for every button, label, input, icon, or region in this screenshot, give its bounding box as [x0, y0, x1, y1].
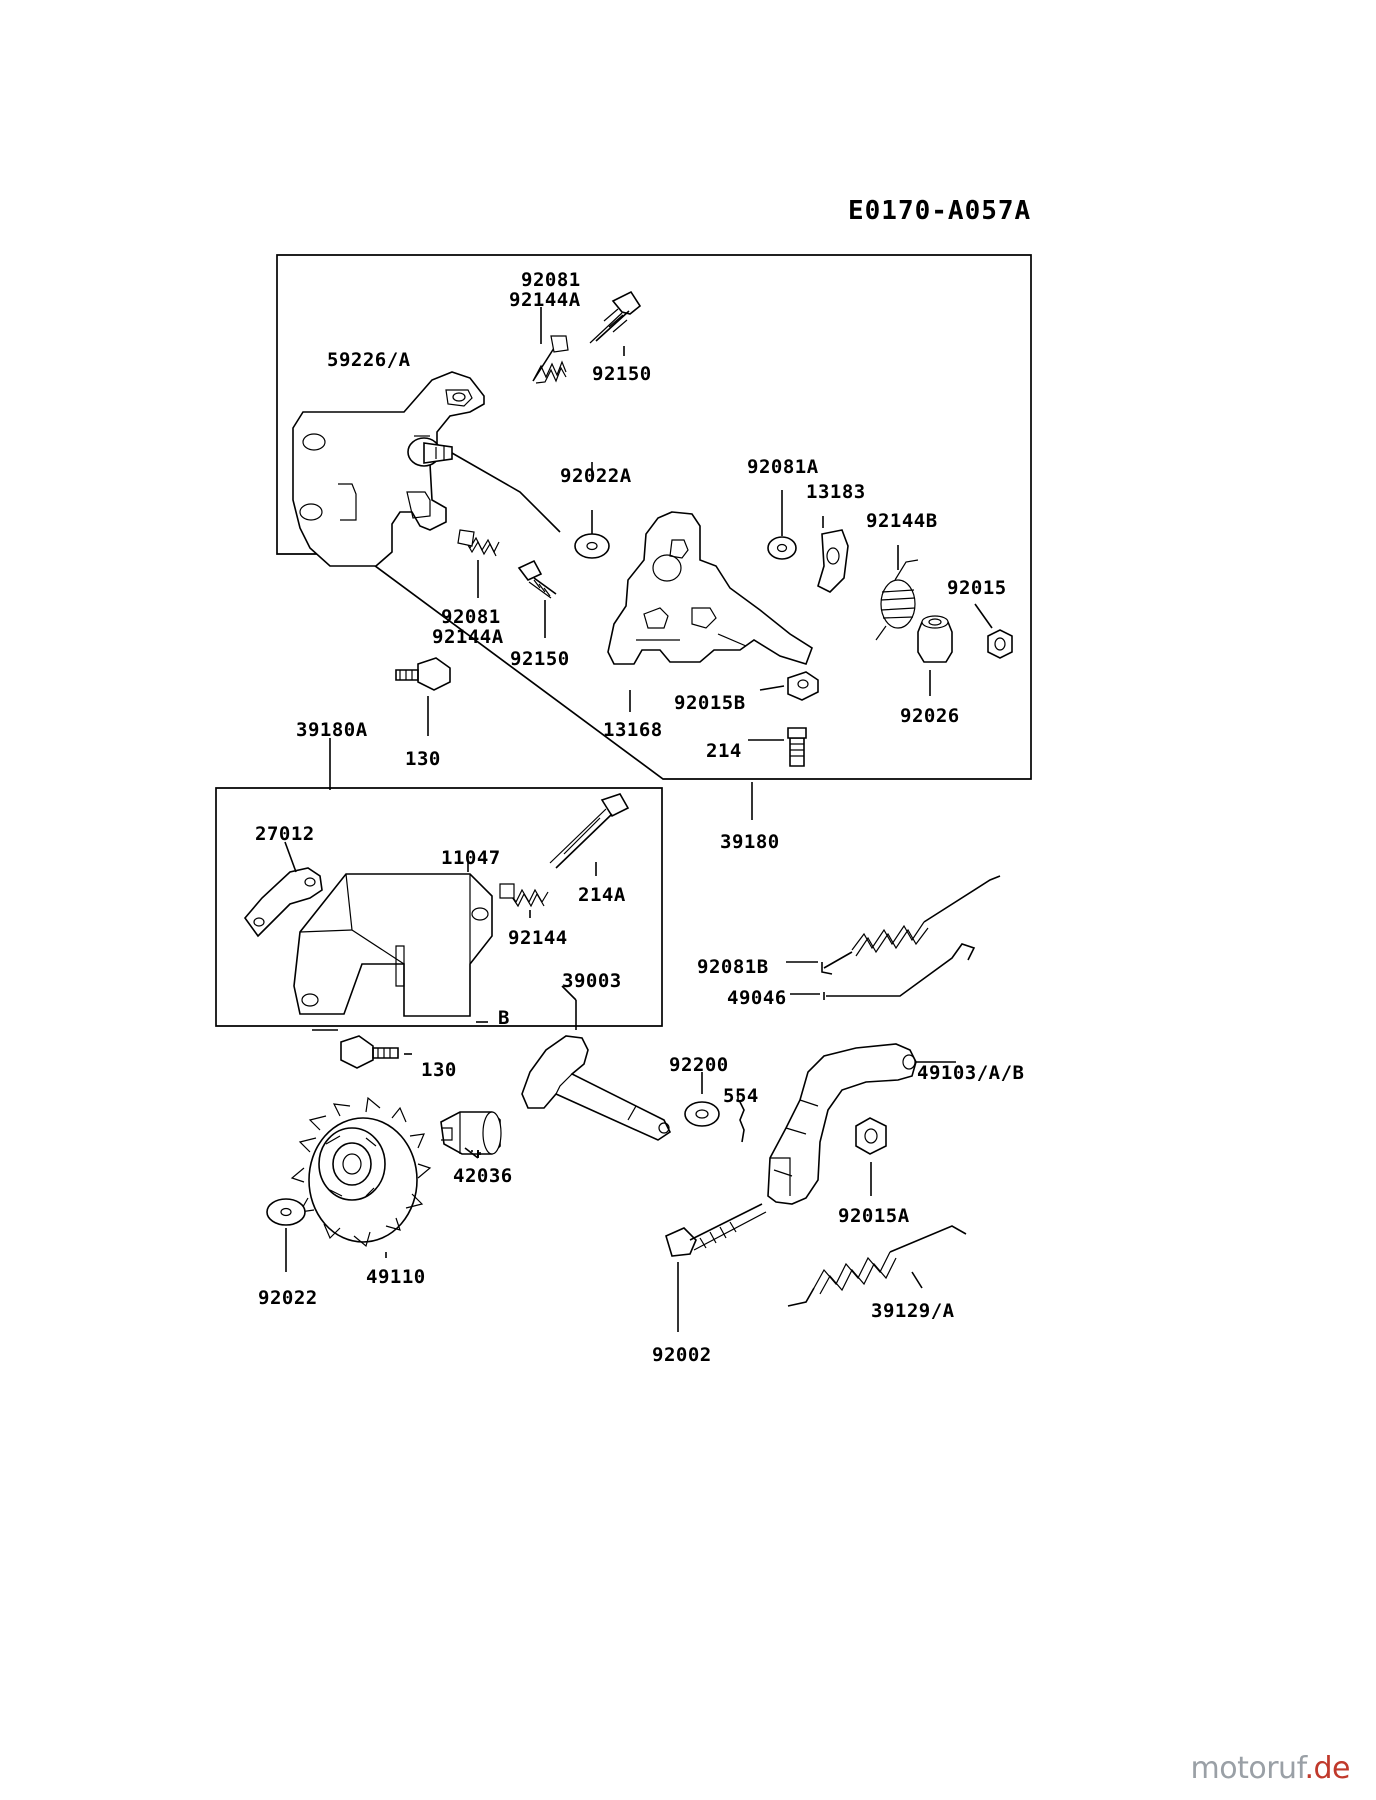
- part-label: 130: [421, 1059, 457, 1081]
- part-label: 39003: [562, 970, 622, 992]
- part-label: 92144A: [432, 626, 504, 648]
- section-marker-b: B: [498, 1007, 510, 1029]
- part-label: 42036: [453, 1165, 513, 1187]
- part-label: 49110: [366, 1266, 426, 1288]
- part-label: 92150: [510, 648, 570, 670]
- watermark-suffix: .de: [1304, 1751, 1350, 1786]
- part-label: 554: [723, 1085, 759, 1107]
- part-label: 92026: [900, 705, 960, 727]
- part-label: 214A: [578, 884, 626, 906]
- part-label: 92150: [592, 363, 652, 385]
- part-label: 59226/A: [327, 349, 411, 371]
- part-label: 92015: [947, 577, 1007, 599]
- part-label: 92002: [652, 1344, 712, 1366]
- part-label: 92144: [508, 927, 568, 949]
- part-label: 92081: [441, 606, 501, 628]
- part-label: 130: [405, 748, 441, 770]
- part-label: 49046: [727, 987, 787, 1009]
- part-label: 92022A: [560, 465, 632, 487]
- part-label: 92081B: [697, 956, 769, 978]
- part-label: 39180A: [296, 719, 368, 741]
- part-label: 214: [706, 740, 742, 762]
- watermark-main: motoruf: [1190, 1751, 1305, 1786]
- part-label: 13183: [806, 481, 866, 503]
- part-label: 92081: [521, 269, 581, 291]
- part-label: 92144B: [866, 510, 938, 532]
- part-label: 92015B: [674, 692, 746, 714]
- watermark: motoruf.de: [1190, 1751, 1351, 1786]
- part-label: 49103/A/B: [917, 1062, 1025, 1084]
- part-label: 39129/A: [871, 1300, 955, 1322]
- part-label: 92015A: [838, 1205, 910, 1227]
- part-label: 11047: [441, 847, 501, 869]
- part-label: 92022: [258, 1287, 318, 1309]
- part-label: 39180: [720, 831, 780, 853]
- part-label: 92081A: [747, 456, 819, 478]
- part-label: 92144A: [509, 289, 581, 311]
- part-label: 92200: [669, 1054, 729, 1076]
- part-label: 13168: [603, 719, 663, 741]
- diagram-code: E0170-A057A: [848, 196, 1032, 226]
- part-label: 27012: [255, 823, 315, 845]
